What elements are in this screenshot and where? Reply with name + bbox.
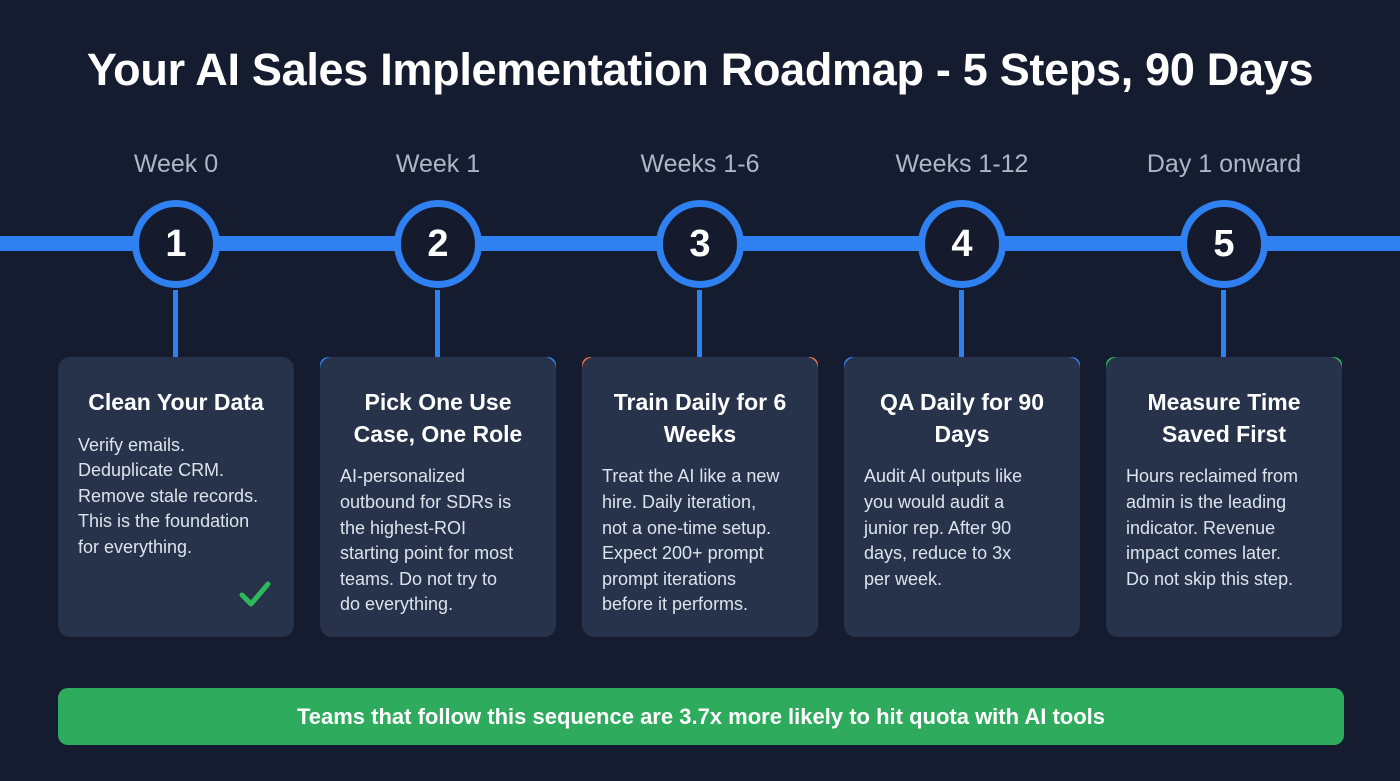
card-title-1: Clean Your Data: [88, 389, 264, 415]
step-card-1[interactable]: Clean Your Data Verify emails. Deduplica…: [58, 357, 294, 637]
step-connector-2: [435, 290, 440, 360]
card-body-1: Verify emails. Deduplicate CRM. Remove s…: [78, 434, 259, 557]
step-circle-2[interactable]: 2: [394, 200, 482, 288]
step-card-3[interactable]: Train Daily for 6 Weeks Treat the AI lik…: [582, 357, 818, 637]
card-body-5: Hours reclaimed from admin is the leadin…: [1126, 466, 1299, 589]
summary-banner: Teams that follow this sequence are 3.7x…: [58, 688, 1344, 745]
card-title-5: Measure Time Saved First: [1147, 389, 1301, 447]
step-connector-4: [959, 290, 964, 360]
step-label-2: Week 1: [395, 150, 481, 178]
card-title-3: Train Daily for 6 Weeks: [613, 389, 787, 447]
card-body-2: AI-personalized outbound for SDRs is the…: [340, 466, 514, 615]
card-body-4: Audit AI outputs like you would audit a …: [864, 466, 1023, 589]
step-circle-5[interactable]: 5: [1180, 200, 1268, 288]
card-title-2: Pick One Use Case, One Role: [353, 389, 523, 447]
step-connector-3: [697, 290, 702, 360]
step-label-3: Weeks 1-6: [640, 150, 760, 178]
step-label-5: Day 1 onward: [1146, 150, 1302, 178]
check-icon: [239, 581, 271, 607]
step-label-1: Week 0: [133, 150, 219, 178]
card-body-3: Treat the AI like a new hire. Daily iter…: [602, 466, 780, 615]
step-circle-4[interactable]: 4: [918, 200, 1006, 288]
step-card-5[interactable]: Measure Time Saved First Hours reclaimed…: [1106, 357, 1342, 637]
step-label-4: Weeks 1-12: [895, 150, 1029, 178]
step-connector-5: [1221, 290, 1226, 360]
step-card-4[interactable]: QA Daily for 90 Days Audit AI outputs li…: [844, 357, 1080, 637]
step-connector-1: [173, 290, 178, 360]
step-card-2[interactable]: Pick One Use Case, One Role AI-personali…: [320, 357, 556, 637]
step-circle-1[interactable]: 1: [132, 200, 220, 288]
page-title: Your AI Sales Implementation Roadmap - 5…: [86, 44, 1314, 95]
step-circle-3[interactable]: 3: [656, 200, 744, 288]
card-title-4: QA Daily for 90 Days: [879, 389, 1045, 447]
